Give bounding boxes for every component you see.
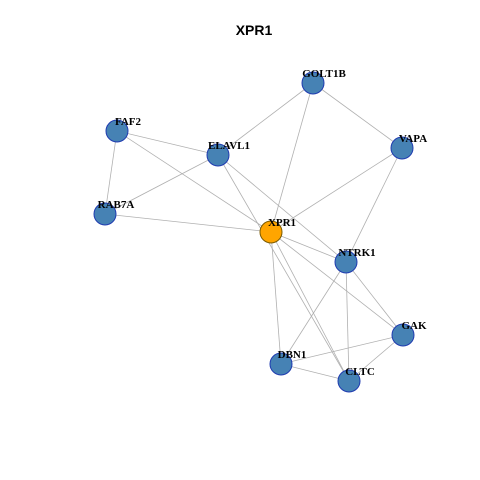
- node-circle-faf2[interactable]: [105, 119, 129, 143]
- edge-ntrk1-gak: [345, 261, 404, 336]
- edge-gak-cltc: [348, 334, 404, 382]
- node-dbn1[interactable]: DBN1: [269, 349, 307, 376]
- edge-golt1b-xpr1: [270, 82, 314, 233]
- node-label-vapa: VAPA: [399, 133, 427, 145]
- node-rab7a[interactable]: RAB7A: [93, 199, 135, 226]
- node-label-faf2: FAF2: [115, 116, 142, 128]
- node-label-cltc: CLTC: [345, 366, 375, 378]
- edge-golt1b-vapa: [312, 82, 403, 149]
- edge-elavl1-rab7a: [104, 154, 219, 215]
- node-xpr1[interactable]: XPR1: [259, 217, 296, 244]
- edge-ntrk1-cltc: [345, 261, 350, 382]
- edge-vapa-ntrk1: [345, 147, 403, 263]
- node-gak[interactable]: GAK: [391, 320, 427, 347]
- edge-xpr1-gak: [270, 231, 404, 336]
- edge-vapa-xpr1: [270, 147, 403, 233]
- edge-elavl1-ntrk1: [217, 154, 347, 263]
- node-ntrk1[interactable]: NTRK1: [334, 247, 376, 274]
- edge-xpr1-cltc: [270, 231, 350, 382]
- edge-elavl1-cltc: [217, 154, 350, 382]
- node-label-dbn1: DBN1: [278, 349, 307, 361]
- node-faf2[interactable]: FAF2: [105, 116, 142, 143]
- edge-xpr1-dbn1: [270, 231, 282, 365]
- node-circle-dbn1[interactable]: [269, 352, 293, 376]
- node-golt1b[interactable]: GOLT1B: [301, 68, 346, 95]
- edge-golt1b-elavl1: [217, 82, 314, 156]
- node-label-elavl1: ELAVL1: [208, 140, 250, 152]
- edge-dbn1-cltc: [280, 363, 350, 382]
- node-label-xpr1: XPR1: [268, 217, 296, 229]
- node-circle-ntrk1[interactable]: [334, 250, 358, 274]
- node-label-rab7a: RAB7A: [98, 199, 135, 211]
- edge-ntrk1-dbn1: [280, 261, 347, 365]
- edge-faf2-rab7a: [104, 130, 118, 215]
- edge-faf2-xpr1: [116, 130, 272, 233]
- node-vapa[interactable]: VAPA: [390, 133, 427, 160]
- node-circle-xpr1[interactable]: [259, 220, 283, 244]
- edge-gak-dbn1: [280, 334, 404, 365]
- node-circle-rab7a[interactable]: [93, 202, 117, 226]
- node-label-gak: GAK: [401, 320, 427, 332]
- node-circle-elavl1[interactable]: [206, 143, 230, 167]
- node-elavl1[interactable]: ELAVL1: [206, 140, 250, 167]
- node-label-golt1b: GOLT1B: [302, 68, 346, 80]
- node-label-ntrk1: NTRK1: [338, 247, 375, 259]
- node-cltc[interactable]: CLTC: [337, 366, 375, 393]
- edge-xpr1-ntrk1: [270, 231, 347, 263]
- node-circle-golt1b[interactable]: [301, 71, 325, 95]
- edge-layer: [104, 82, 404, 382]
- edge-faf2-elavl1: [116, 130, 219, 156]
- node-circle-gak[interactable]: [391, 323, 415, 347]
- node-circle-cltc[interactable]: [337, 369, 361, 393]
- edge-rab7a-xpr1: [104, 213, 272, 233]
- node-circle-vapa[interactable]: [390, 136, 414, 160]
- graph-title: XPR1: [236, 22, 273, 38]
